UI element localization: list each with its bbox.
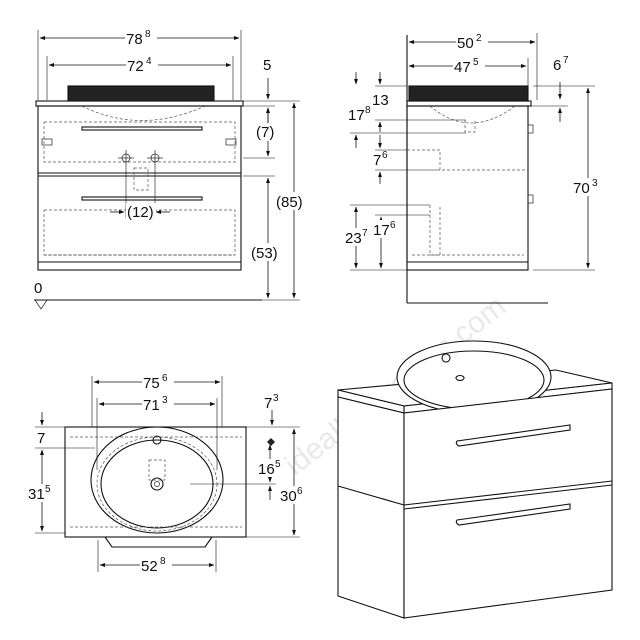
iso-handle-lower	[455, 503, 571, 526]
side-basin-rim	[408, 85, 529, 102]
iso-cabinet-side	[337, 396, 405, 619]
tap-hole-icon	[152, 435, 162, 445]
front-handle-lower	[81, 196, 203, 201]
dim-85-main: (85)	[276, 194, 303, 211]
dim-47-sup: 5	[473, 57, 479, 68]
front-view: 78 8 72 4 5 (7) (85) (53)	[34, 28, 309, 310]
iso-side-split	[337, 485, 405, 506]
top-view: 75 6 71 3 7 3 31 5 7 16 5	[27, 372, 308, 575]
dim-17-6-main: 17	[373, 222, 390, 239]
dim-75-sup: 6	[162, 373, 168, 384]
front-cabinet-body	[37, 105, 242, 271]
dim-floor-0: 0	[34, 280, 42, 297]
side-handle-upper	[527, 124, 534, 134]
dim-17-main: 17	[348, 107, 365, 124]
dim-31-main: 31	[28, 486, 45, 503]
front-basin-rim	[67, 85, 215, 102]
dim-17-6-sup: 6	[390, 220, 396, 231]
dim-16-main: 16	[258, 461, 275, 478]
front-handle-upper	[81, 126, 203, 131]
dim-7-6-sup: 6	[382, 150, 388, 161]
side-cabinet-body	[406, 105, 529, 271]
iso-cabinet-front	[403, 388, 613, 619]
side-trap-top	[464, 120, 476, 133]
dim-7-left-main: 7	[37, 430, 45, 447]
dim-70-sup: 3	[592, 178, 598, 189]
dim-72-main: 72	[127, 58, 144, 75]
dim-23-main: 23	[345, 230, 362, 247]
iso-drawer-split-2	[403, 484, 613, 510]
front-fixing-right	[225, 138, 237, 146]
side-trap-path	[407, 149, 528, 171]
front-siphon	[118, 150, 163, 191]
dim-72-sup: 4	[146, 56, 152, 67]
side-worktop	[406, 100, 532, 107]
iso-drain-icon	[455, 374, 465, 382]
dim-31-sup: 5	[45, 484, 51, 495]
dim-6-main: 6	[553, 57, 561, 74]
dim-50-sup: 2	[476, 33, 482, 44]
dim-7-main: (7)	[256, 124, 274, 141]
dim-7-6-main: 7	[373, 152, 381, 169]
dim-17-sup: 8	[365, 105, 371, 116]
front-fixing-left	[41, 138, 53, 146]
dim-53-main: (53)	[251, 245, 278, 262]
top-cabinet-edge	[104, 536, 213, 548]
floor-marker-icon	[34, 299, 48, 310]
dim-7-3-main: 7	[264, 395, 272, 412]
isometric-view	[337, 340, 613, 619]
dim-52-sup: 8	[160, 556, 166, 567]
point-marker-icon	[267, 438, 275, 446]
top-basin-outer	[90, 426, 224, 534]
dim-70-main: 70	[573, 180, 590, 197]
top-overflow	[148, 459, 166, 481]
dim-52-main: 52	[141, 558, 158, 575]
dim-78-sup: 8	[145, 29, 151, 40]
iso-tap-hole-icon	[441, 353, 451, 363]
dim-71-sup: 3	[162, 395, 168, 406]
dim-5-main: 5	[263, 57, 271, 74]
dim-50-main: 50	[457, 35, 474, 52]
side-waste-pipe	[429, 205, 441, 256]
dim-6-sup: 7	[563, 55, 569, 66]
front-internal-upper	[43, 121, 236, 163]
dim-13-main: 13	[372, 92, 389, 109]
side-basin-outline	[429, 105, 516, 124]
dim-23-sup: 7	[362, 228, 368, 239]
front-worktop	[35, 100, 244, 107]
side-view: 50 2 47 5 6 7 70 3 13 17 8	[344, 32, 606, 304]
dim-12-main: (12)	[127, 204, 154, 221]
front-basin-outline	[81, 105, 206, 121]
dim-47-main: 47	[454, 59, 471, 76]
dim-71-main: 71	[143, 397, 160, 414]
dim-75-main: 75	[143, 375, 160, 392]
dim-16-sup: 5	[275, 459, 281, 470]
dim-7-3-sup: 3	[273, 393, 279, 404]
dim-30-main: 30	[280, 488, 297, 505]
iso-handle-upper	[455, 424, 571, 447]
drain-icon	[150, 477, 164, 491]
side-handle-lower	[527, 194, 534, 204]
iso-drawer-split	[403, 480, 613, 506]
dim-30-sup: 6	[297, 486, 303, 497]
dim-78-main: 78	[126, 31, 143, 48]
